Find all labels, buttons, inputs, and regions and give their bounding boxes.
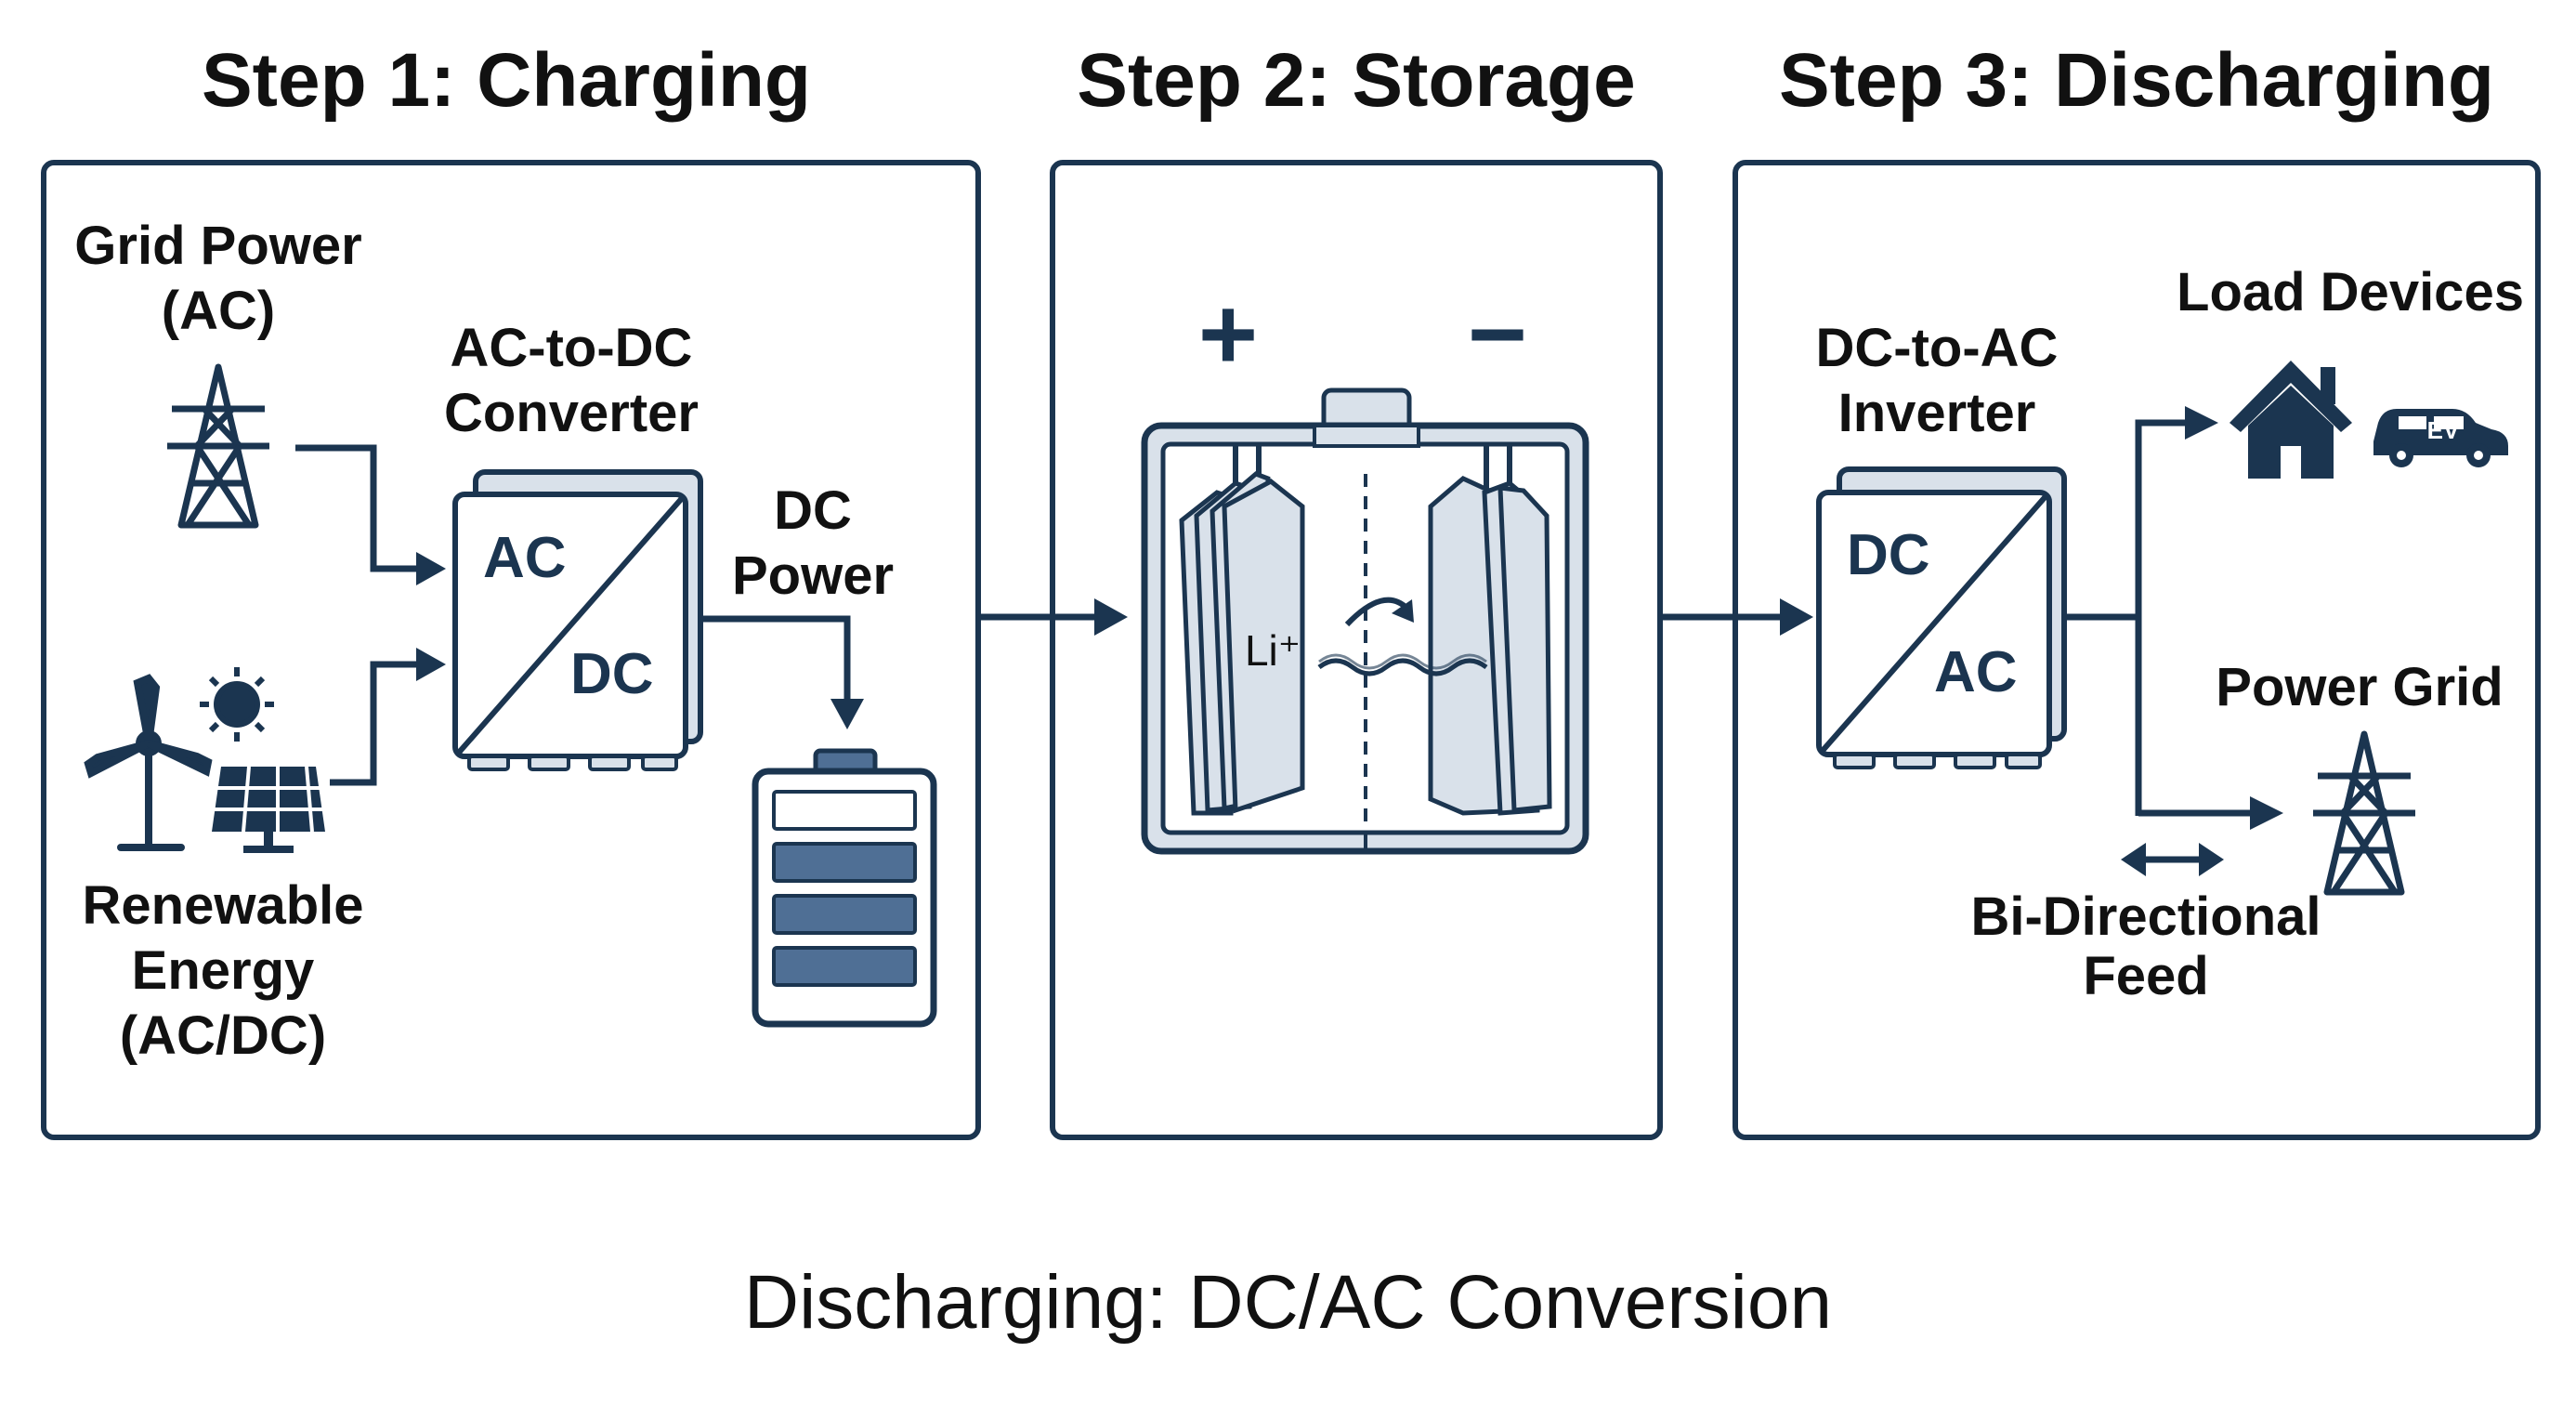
inverter-ac-text: AC: [1934, 640, 2018, 704]
ac-dc-converter-icon: [452, 469, 703, 771]
grid-tower-icon: [167, 363, 269, 529]
power-grid-label: Power Grid: [2216, 657, 2504, 717]
power-grid-tower-icon: [2313, 730, 2415, 896]
step-1-title: Step 1: Charging: [201, 38, 812, 123]
renewable-arrowhead: [416, 648, 446, 681]
converter-dc-text: DC: [570, 642, 654, 706]
converter-ac-text: AC: [483, 526, 567, 590]
ev-car-icon: [2373, 409, 2508, 467]
battery-cell-diagram: [1141, 387, 1589, 855]
inverter-dc-text: DC: [1847, 523, 1930, 587]
step-3-title: Step 3: Discharging: [1778, 38, 2495, 123]
sun-icon: [200, 667, 274, 742]
battery-arrowhead: [830, 699, 864, 729]
battery-icon: [752, 748, 937, 1028]
lithium-ion-label: Li⁺: [1244, 626, 1301, 675]
footer-caption: Discharging: DC/AC Conversion: [743, 1260, 1833, 1345]
step1-to-step2-arrowhead: [1094, 598, 1128, 636]
grid-arrowhead: [416, 552, 446, 585]
bidirectional-arrow-icon: [2121, 843, 2224, 876]
load-devices-label: Load Devices: [2177, 262, 2524, 322]
step2-to-step3-arrowhead: [1780, 598, 1813, 636]
converter-to-battery-arrow: [700, 615, 851, 699]
renewable-to-converter-arrow: [330, 661, 423, 786]
grid-to-converter-arrow: [295, 444, 423, 572]
dc-ac-inverter-icon: [1816, 466, 2067, 769]
solar-panel-icon: [212, 766, 325, 853]
load-arrowhead: [2185, 406, 2218, 440]
negative-terminal-label: −: [1467, 277, 1528, 391]
grid-power-label: Grid Power(AC): [74, 216, 362, 341]
ev-badge-label: EV: [2426, 416, 2460, 444]
wind-turbine-icon: [84, 674, 213, 851]
grid-out-arrowhead: [2250, 796, 2283, 830]
step-2-title: Step 2: Storage: [1077, 38, 1636, 123]
positive-terminal-label: +: [1197, 277, 1259, 391]
house-icon: [2229, 361, 2352, 479]
